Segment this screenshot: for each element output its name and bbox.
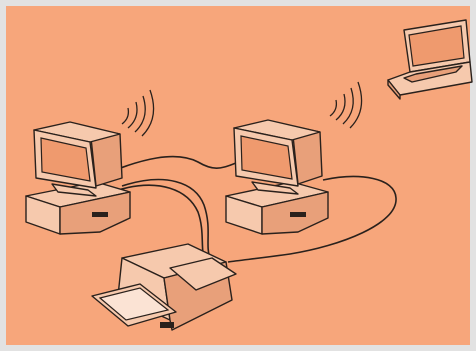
desktop-right-drive <box>290 212 306 217</box>
printer-feet <box>160 322 174 328</box>
desktop-left-drive <box>92 212 108 217</box>
